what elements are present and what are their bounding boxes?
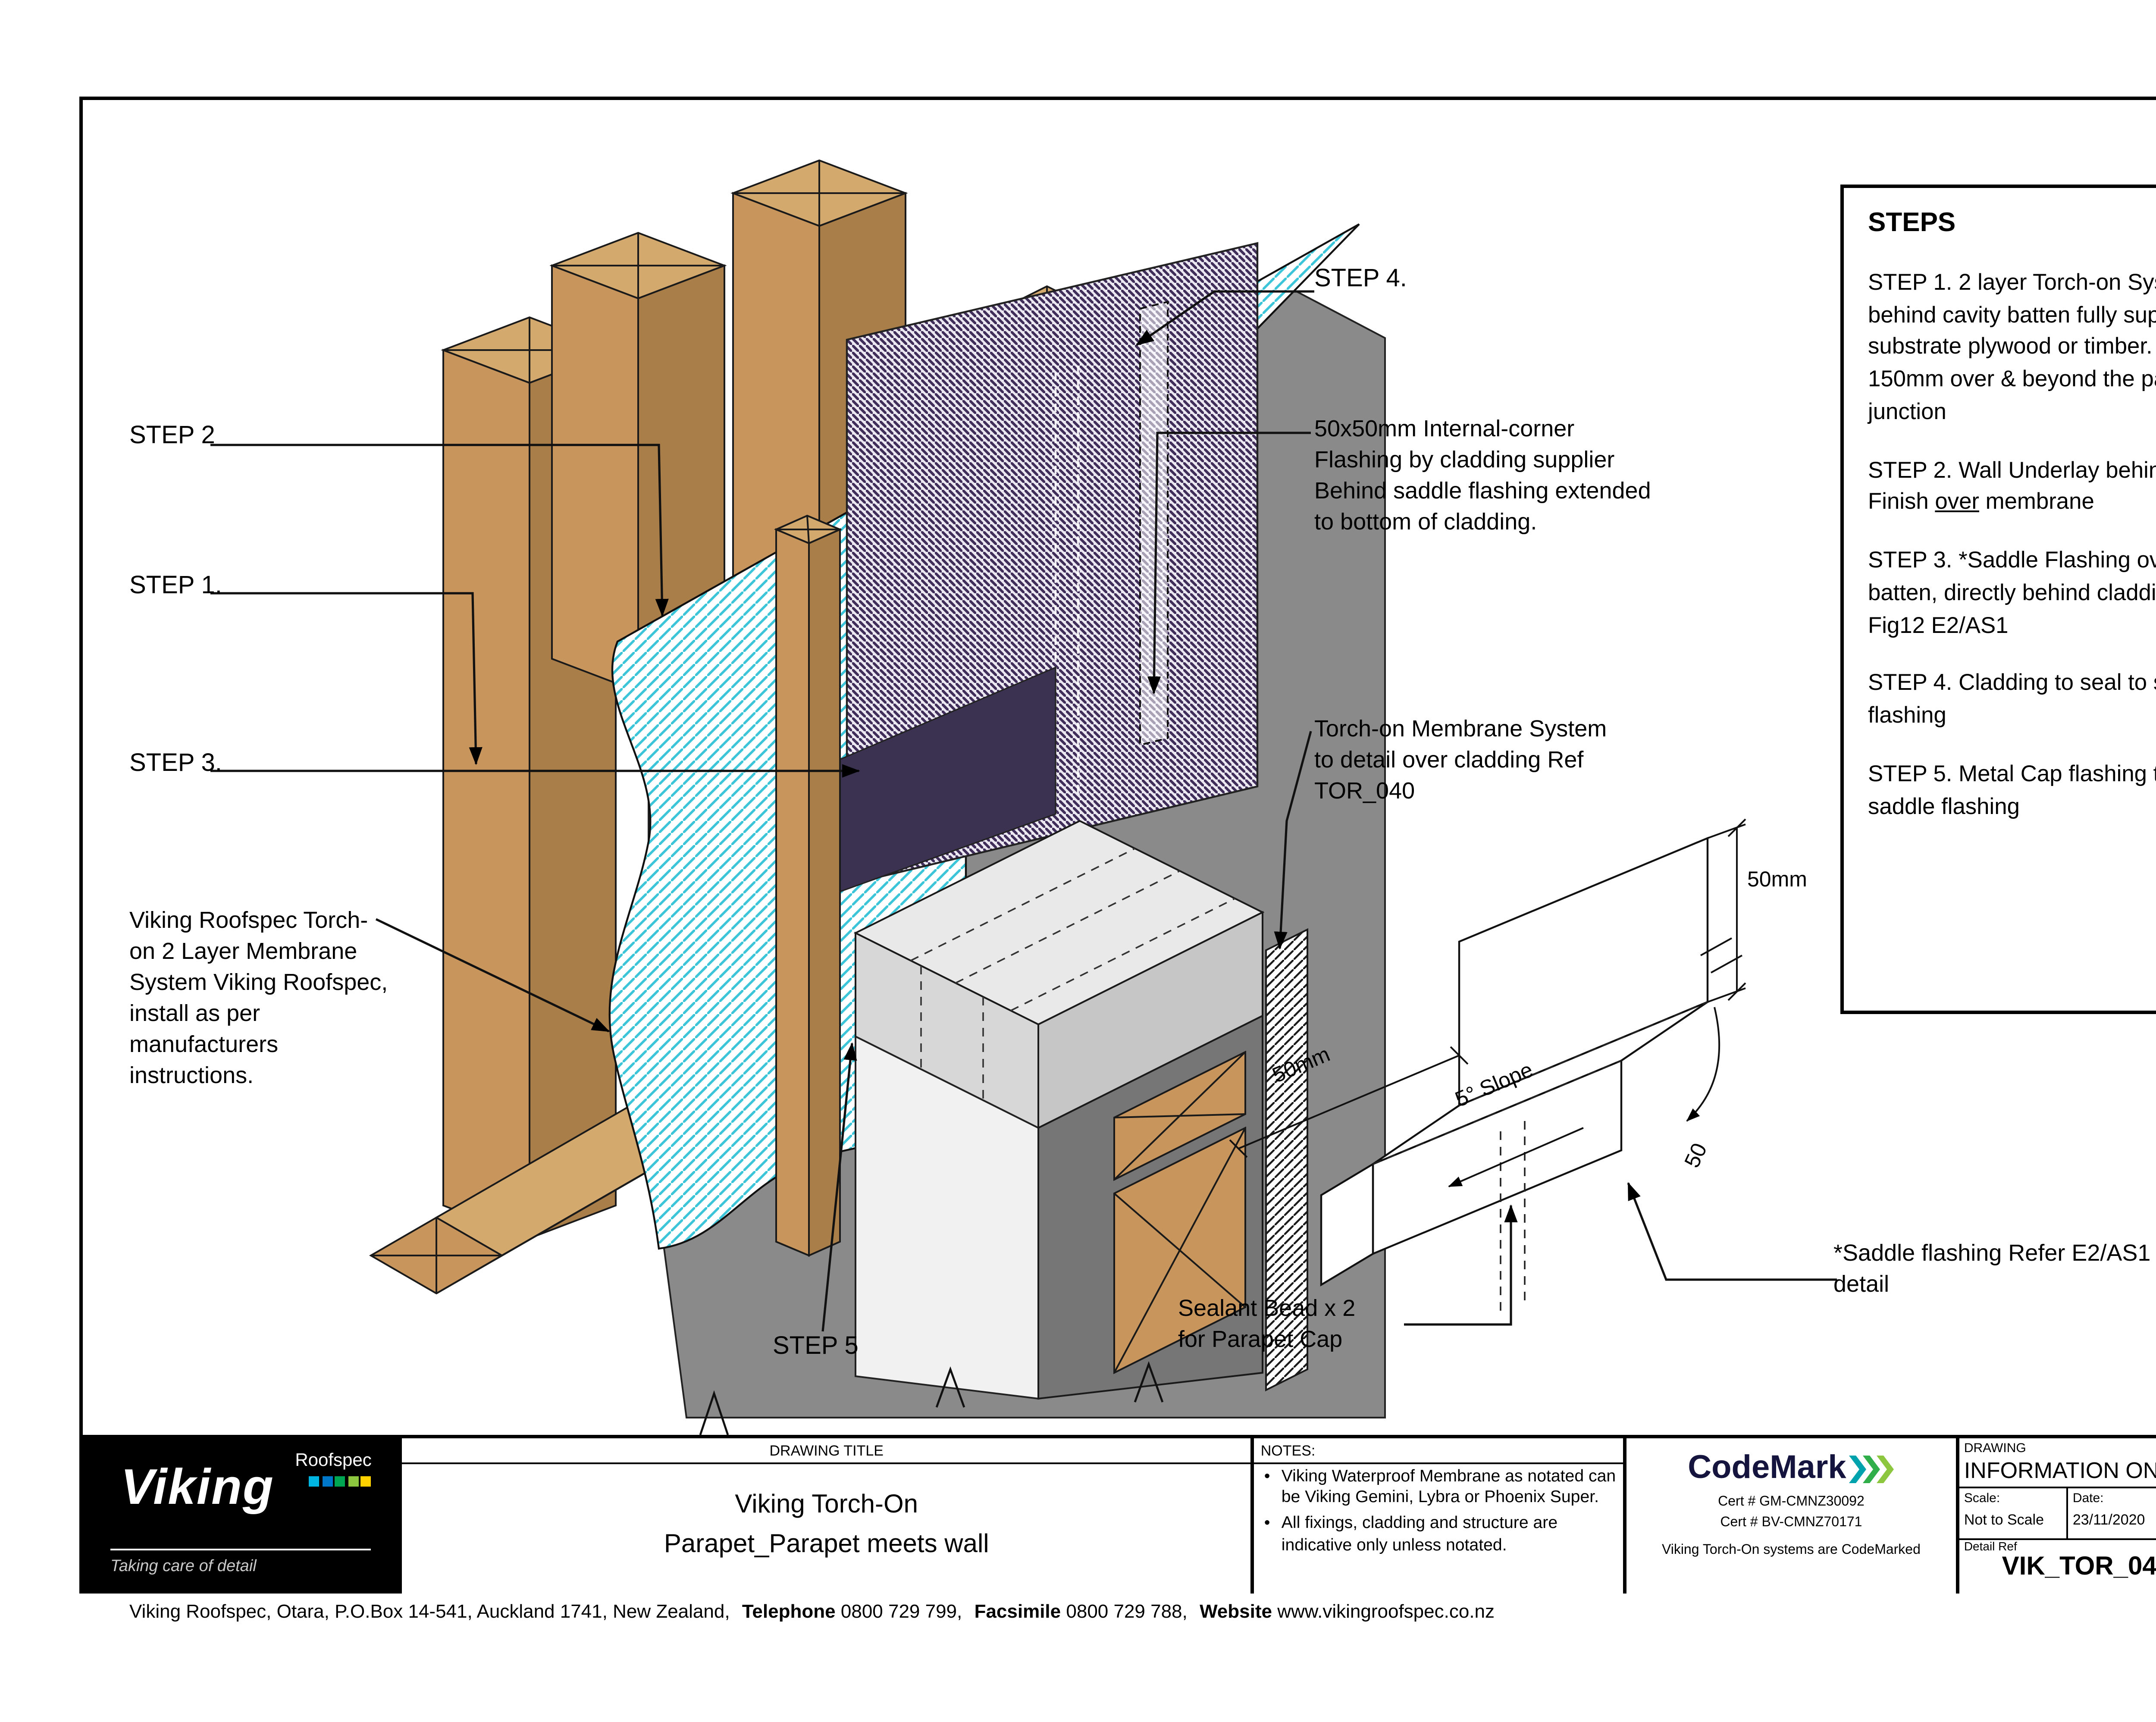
steps-step3: STEP 3. *Saddle Flashing over cavity bat…: [1868, 547, 2156, 638]
note-item: Viking Waterproof Membrane as notated ca…: [1264, 1468, 1617, 1510]
dim-50-drop: 50: [1680, 1140, 1711, 1171]
steps-step4: STEP 4. Cladding to seal to saddle flash…: [1868, 670, 2156, 728]
step3-label: STEP 3.: [129, 750, 222, 778]
drawing-info-cell: DRAWING INFORMATION ONLY Scale: Not to S…: [1955, 1438, 2156, 1594]
parapet-clad-face: [1037, 928, 1308, 1400]
steps-step5: STEP 5. Metal Cap flashing to seal to sa…: [1868, 760, 2156, 819]
codemark-name: CodeMark: [1688, 1450, 1846, 1487]
drawing-title-line1: Viking Torch-On: [735, 1490, 918, 1519]
saddle-fold: [1320, 1162, 1374, 1287]
scale-label: Scale:: [1964, 1490, 2000, 1506]
logo-viking-text: Viking: [121, 1461, 274, 1516]
footer-telephone-value: 0800 729 799,: [840, 1602, 962, 1623]
parapet-detail-drawing: 50mm 50mm 5° Slope 50: [210, 159, 1837, 1435]
title-block: Roofspec Viking Taking care of detail DR…: [79, 1435, 2156, 1594]
leader-lines: [210, 290, 1837, 1332]
torchon-note: Torch-on Membrane System to detail over …: [1314, 716, 1607, 804]
footer-website-label: Website: [1200, 1602, 1272, 1623]
codemark-cert2: Cert # BV-CMNZ70171: [1720, 1514, 1862, 1530]
codemark-cert1: Cert # GM-CMNZ30092: [1718, 1493, 1865, 1509]
footer-telephone-label: Telephone: [742, 1602, 836, 1623]
dim-50mm-top: 50mm: [1747, 867, 1807, 891]
logo-tagline: Taking care of detail: [110, 1557, 257, 1576]
logo-rule: [110, 1549, 372, 1550]
logo-roofspec-text: Roofspec: [295, 1450, 372, 1471]
front-cavity-batten: [774, 514, 843, 1257]
drawing-title-cell: DRAWING TITLE Viking Torch-On Parapet_Pa…: [399, 1438, 1250, 1594]
step1-label: STEP 1.: [129, 573, 222, 600]
corner-flashing-note: 50x50mm Internal-corner Flashing by clad…: [1314, 416, 1651, 535]
steps-title: STEPS: [1868, 209, 1956, 238]
batten-hatch-strip: [1265, 928, 1308, 1392]
drawing-title-line2: Parapet_Parapet meets wall: [664, 1530, 989, 1559]
step2-label: STEP 2: [129, 423, 215, 450]
footer-address-text: Viking Roofspec, Otara, P.O.Box 14-541, …: [129, 1602, 730, 1623]
viking-logo: Roofspec Viking Taking care of detail: [83, 1438, 399, 1594]
information-only: INFORMATION ONLY: [1964, 1457, 2156, 1483]
internal-corner-flashing: [1139, 301, 1169, 746]
codemark-cell: CodeMark Cert # GM-CMNZ30092 Cert # BV-C…: [1623, 1438, 1955, 1594]
footer-address: Viking Roofspec, Otara, P.O.Box 14-541, …: [129, 1602, 1501, 1623]
notes-cell: NOTES: Viking Waterproof Membrane as not…: [1250, 1438, 1624, 1594]
sealant-note: Sealant Bead x 2 for Parapet Cap: [1178, 1295, 1356, 1352]
codemark-chevrons-icon: [1849, 1456, 1895, 1483]
notes-list: Viking Waterproof Membrane as notated ca…: [1254, 1468, 1623, 1557]
date-label: Date:: [2072, 1490, 2104, 1506]
step5-label: STEP 5: [773, 1333, 859, 1361]
detail-ref-label: Detail Ref: [1964, 1542, 2017, 1554]
detail-ref-value: VIK_TOR_040A_PARAWALL: [2002, 1552, 2156, 1581]
footer-facsimile-label: Facsimile: [974, 1602, 1061, 1623]
date-value: 23/11/2020: [2072, 1511, 2145, 1528]
steps-step2: STEP 2. Wall Underlay behind cavity. Fin…: [1868, 456, 2156, 515]
scale-value: Not to Scale: [1964, 1511, 2044, 1528]
saddle-note: *Saddle flashing Refer E2/AS1 fig12 for …: [1833, 1240, 2156, 1297]
footer-facsimile-value: 0800 729 788,: [1066, 1602, 1188, 1623]
drawing-title-header: DRAWING TITLE: [402, 1438, 1250, 1464]
membrane-note: Viking Roofspec Torch-on 2 Layer Membran…: [129, 907, 388, 1088]
logo-color-squares-icon: [309, 1476, 372, 1487]
break-marks: [699, 1361, 1164, 1435]
step4-label: STEP 4.: [1314, 266, 1407, 293]
footer-website-value: www.vikingroofspec.co.nz: [1277, 1602, 1495, 1623]
drawing-header: DRAWING: [1964, 1440, 2026, 1456]
codemark-tagline: Viking Torch-On systems are CodeMarked: [1661, 1542, 1921, 1557]
steps-panel: STEPS STEP 1. 2 layer Torch-on System be…: [1840, 185, 2156, 1014]
steps-step1: STEP 1. 2 layer Torch-on System behind c…: [1868, 269, 2156, 424]
notes-header: NOTES:: [1253, 1438, 1624, 1464]
note-item: All fixings, cladding and structure are …: [1264, 1515, 1617, 1557]
